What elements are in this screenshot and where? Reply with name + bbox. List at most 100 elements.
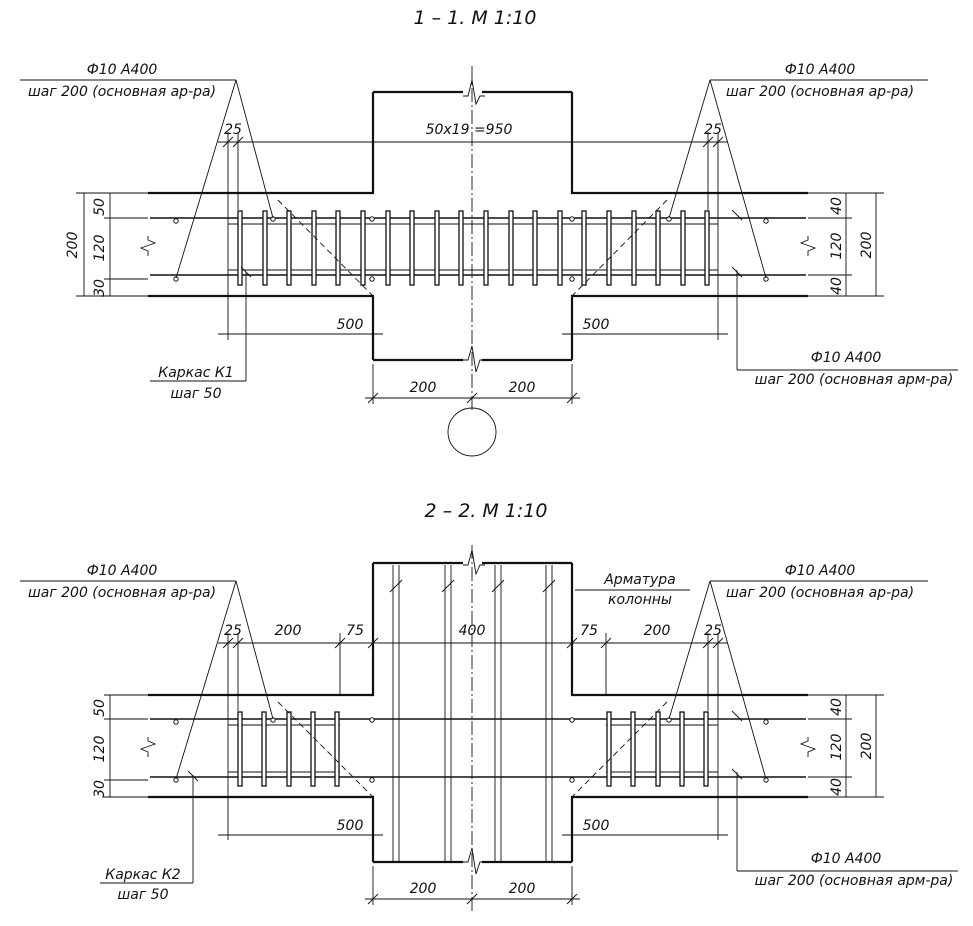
rebar2-label-top-left-1: Ф10 А400 [87,563,158,579]
stirrup [237,210,243,286]
stirrup [237,711,243,787]
dim2-right-200: 200 [859,733,875,760]
dim-right-200: 200 [859,232,875,259]
dim2-200-right: 200 [644,623,671,639]
stirrup [703,711,709,787]
dim-right-120: 120 [829,233,845,260]
section-1-1: 1 – 1. М 1:10 [20,7,958,457]
rebar-label-bottom-right-1: Ф10 А400 [811,350,882,366]
stirrup [261,711,267,787]
dim2-left-50: 50 [92,699,108,717]
dim2-col-left: 200 [410,881,437,897]
dim-left-200: 200 [65,232,81,259]
frame-label-1: Каркас К1 [158,365,233,381]
dim2-left-30: 30 [92,780,108,798]
stirrup [630,711,636,787]
dim2-cover-left: 25 [224,623,242,639]
dim2-len-left: 500 [337,818,364,834]
stirrup [311,210,317,286]
section-2-title: 2 – 2. М 1:10 [425,500,548,522]
stirrup [655,210,661,286]
frame2-label-1: Каркас К2 [105,867,181,883]
stirrup [458,210,464,286]
main-bars-2 [150,718,806,778]
rebar2-label-top-right-1: Ф10 А400 [785,563,856,579]
dim2-75-left: 75 [346,623,364,639]
dim-cover-left: 25 [224,122,242,138]
dim-right-40-bottom: 40 [829,277,845,295]
dim-spacing: 50х19 =950 [426,122,513,138]
dim2-right-40-top: 40 [829,698,845,716]
section-2-2: 2 – 2. М 1:10 [20,500,958,912]
dim-right-40-top: 40 [829,197,845,215]
dim2-400: 400 [459,623,486,639]
stirrup [532,210,538,286]
section-1-title: 1 – 1. М 1:10 [414,7,537,29]
stirrup [262,210,268,286]
column-rebar-label-2: колонны [608,592,672,608]
rebar-label-top-left-1: Ф10 А400 [87,62,158,78]
stirrup [704,210,710,286]
dim-cover-right: 25 [704,122,722,138]
rebar2-label-bottom-right-2: шаг 200 (основная арм-ра) [755,873,954,889]
stirrup [557,210,563,286]
rebar2-label-top-right-2: шаг 200 (основная ар-ра) [726,585,914,601]
stirrup [606,210,612,286]
stirrup [310,711,316,787]
frame2-label-2: шаг 50 [117,887,168,903]
dim-left-120: 120 [92,235,108,262]
rebar-label-top-left-2: шаг 200 (основная ар-ра) [28,84,216,100]
dimensions-2 [104,633,884,905]
dim2-left-120: 120 [92,736,108,763]
stirrup [581,210,587,286]
stirrup [409,210,415,286]
rebar2-label-bottom-right-1: Ф10 А400 [811,851,882,867]
section-1-labels: Ф10 А400 шаг 200 (основная ар-ра) Ф10 А4… [28,62,953,402]
dim2-right-40-bottom: 40 [829,778,845,796]
leaders-2 [20,580,958,884]
frame-stirrups-k2 [237,711,709,787]
stirrup [606,711,612,787]
rebar2-label-top-left-2: шаг 200 (основная ар-ра) [28,585,216,601]
dim-left-50: 50 [92,198,108,216]
stirrup [360,210,366,286]
stirrup [286,711,292,787]
rebar-label-bottom-right-2: шаг 200 (основная арм-ра) [755,372,954,388]
frame-label-2: шаг 50 [170,386,221,402]
stirrup [385,210,391,286]
dim-len-left: 500 [337,317,364,333]
dim-len-right: 500 [583,317,610,333]
stirrup [679,711,685,787]
frame-stirrups-k1 [237,210,710,286]
stirrup [334,711,340,787]
dim-col-left: 200 [410,380,437,396]
dim2-col-right: 200 [509,881,536,897]
stirrup [434,210,440,286]
bar-sections-2 [173,717,769,783]
stirrup [631,210,637,286]
dimensions [76,132,884,404]
stirrup [483,210,489,286]
dim2-right-120: 120 [829,734,845,761]
main-bars [150,217,806,276]
stirrup [508,210,514,286]
rebar-label-top-right-1: Ф10 А400 [785,62,856,78]
bar-sections [173,216,769,282]
dim2-200-left: 200 [275,623,302,639]
stirrup [335,210,341,286]
section-marker-circle [447,407,497,457]
column-rebar-label-1: Арматура [603,572,676,588]
dim2-75-right: 75 [580,623,598,639]
stirrup [286,210,292,286]
dim2-cover-right: 25 [704,623,722,639]
dim-col-right: 200 [509,380,536,396]
column-rebars [389,565,556,862]
dim-left-30: 30 [92,279,108,297]
dim2-len-right: 500 [583,818,610,834]
stirrup [680,210,686,286]
rebar-label-top-right-2: шаг 200 (основная ар-ра) [726,84,914,100]
section-2-labels: Ф10 А400 шаг 200 (основная ар-ра) Ф10 А4… [28,563,953,903]
stirrup [655,711,661,787]
leaders [20,79,958,382]
